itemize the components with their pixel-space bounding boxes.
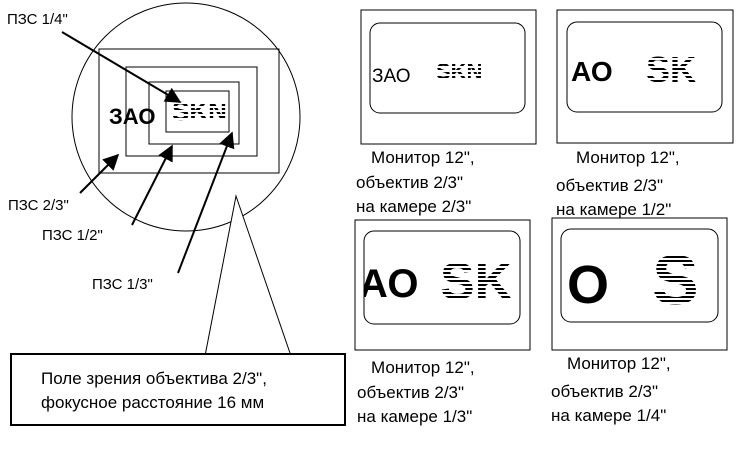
monitor-3-screen: [363, 230, 521, 325]
label-ccd-2-3: ПЗС 2/3": [8, 197, 69, 214]
arrow-ccd-1-3: [177, 131, 235, 274]
monitor-1-screen-left: ЗАО: [372, 66, 411, 87]
monitor-3-screen-left: АО: [359, 262, 418, 306]
scene-brand-text: SKN: [172, 96, 227, 126]
monitor-1-screen: [369, 22, 526, 114]
arrow-ccd-1-4: [61, 31, 182, 103]
scene-brand-logo: SKN: [172, 96, 227, 126]
callout-line-1: Поле зрения объектива 2/3",: [41, 369, 267, 388]
monitor-3-caption-3: на камере 1/3": [357, 407, 472, 426]
callout-pointer: [204, 194, 292, 357]
lens-field-circle: [71, 2, 301, 232]
monitor-4: О S Монитор 12", объектив 2/3" на камере…: [551, 217, 728, 425]
monitor-3-screen-right: SK: [440, 253, 513, 311]
monitor-2-caption-3: на камере 1/2": [556, 200, 671, 219]
monitor-4-caption-1: Монитор 12",: [567, 354, 671, 373]
sensor-frame-1-2: [125, 66, 258, 157]
monitor-2-screen: [566, 21, 723, 113]
monitor-1-caption-3: на камере 2/3": [356, 197, 471, 216]
monitor-2: АО SK Монитор 12", объектив 2/3" на каме…: [556, 9, 734, 219]
monitor-4-caption-2: объектив 2/3": [551, 382, 658, 401]
monitor-4-screen-left: О: [567, 255, 609, 315]
monitor-2-caption-2: объектив 2/3": [556, 176, 663, 195]
monitor-1-screen-right: SKN: [436, 59, 482, 84]
monitor-4-screen-right: S: [652, 241, 699, 319]
monitor-2-caption-1: Монитор 12",: [576, 148, 680, 167]
arrow-ccd-2-3: [79, 153, 120, 194]
field-of-view-group: ЗАО SKN: [71, 2, 301, 232]
monitor-3-caption-2: объектив 2/3": [357, 383, 464, 402]
sensor-frame-2-3: [98, 48, 280, 174]
monitor-2-screen-right: SK: [646, 49, 696, 90]
callout-box: [10, 353, 346, 426]
monitor-1: ЗАО SKN Монитор 12", объектив 2/3" на ка…: [356, 9, 537, 216]
callout-line-2: фокусное расстояние 16 мм: [41, 393, 264, 412]
scene-company-text: ЗАО: [109, 104, 156, 129]
monitor-4-caption-3: на камере 1/4": [551, 406, 666, 425]
label-ccd-1-3: ПЗС 1/3": [92, 276, 153, 293]
monitor-3-caption-1: Монитор 12",: [371, 358, 475, 377]
label-ccd-1-2: ПЗС 1/2": [42, 227, 103, 244]
monitor-3: АО SK Монитор 12", объектив 2/3" на каме…: [354, 219, 531, 426]
arrow-ccd-1-2: [131, 144, 173, 226]
sensor-frame-1-4: [165, 90, 230, 133]
sensor-frame-1-3: [148, 81, 240, 145]
monitor-2-screen-left: АО: [571, 56, 613, 87]
label-ccd-1-4: ПЗС 1/4": [7, 11, 68, 28]
monitor-4-screen: [560, 228, 719, 323]
monitor-1-caption-2: объектив 2/3": [356, 173, 463, 192]
monitor-1-caption-1: Монитор 12",: [371, 148, 475, 167]
